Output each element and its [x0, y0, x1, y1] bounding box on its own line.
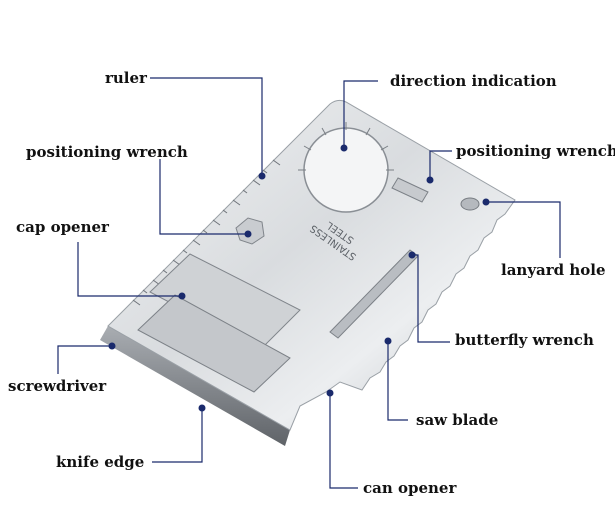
label-ruler: ruler — [105, 69, 147, 87]
leader-ruler — [150, 77, 263, 176]
label-knife-edge: knife edge — [56, 453, 145, 471]
label-direction-indication: direction indication — [390, 72, 557, 90]
label-butterfly-wrench: butterfly wrench — [455, 331, 594, 349]
label-can-opener: can opener — [363, 479, 457, 497]
label-saw-blade: saw blade — [416, 411, 499, 429]
wrench-slot-right — [391, 177, 429, 203]
leader-screwdriver — [57, 345, 112, 374]
leader-positioning-left — [159, 159, 248, 235]
screwdriver-window — [137, 294, 291, 393]
leader-lanyard — [486, 201, 561, 258]
label-cap-opener: cap opener — [16, 218, 109, 236]
leader-can-opener — [329, 393, 358, 489]
hex-wrench-cutout — [235, 217, 265, 245]
leader-positioning-right — [429, 150, 452, 180]
leader-cap-opener — [77, 242, 182, 297]
direction-circle — [303, 127, 389, 213]
label-screwdriver: screwdriver — [8, 377, 107, 395]
card-edge — [100, 326, 290, 446]
label-positioning-wrench-right: positioning wrench — [456, 142, 615, 160]
leader-knife — [152, 408, 203, 463]
ruler-ticks — [132, 159, 281, 306]
leader-direction — [343, 80, 378, 148]
lanyard-hole-shape — [460, 197, 480, 211]
leader-saw — [387, 341, 408, 421]
leader-dots — [108, 144, 490, 412]
label-positioning-wrench-left: positioning wrench — [26, 143, 188, 161]
label-lanyard-hole: lanyard hole — [501, 261, 606, 279]
